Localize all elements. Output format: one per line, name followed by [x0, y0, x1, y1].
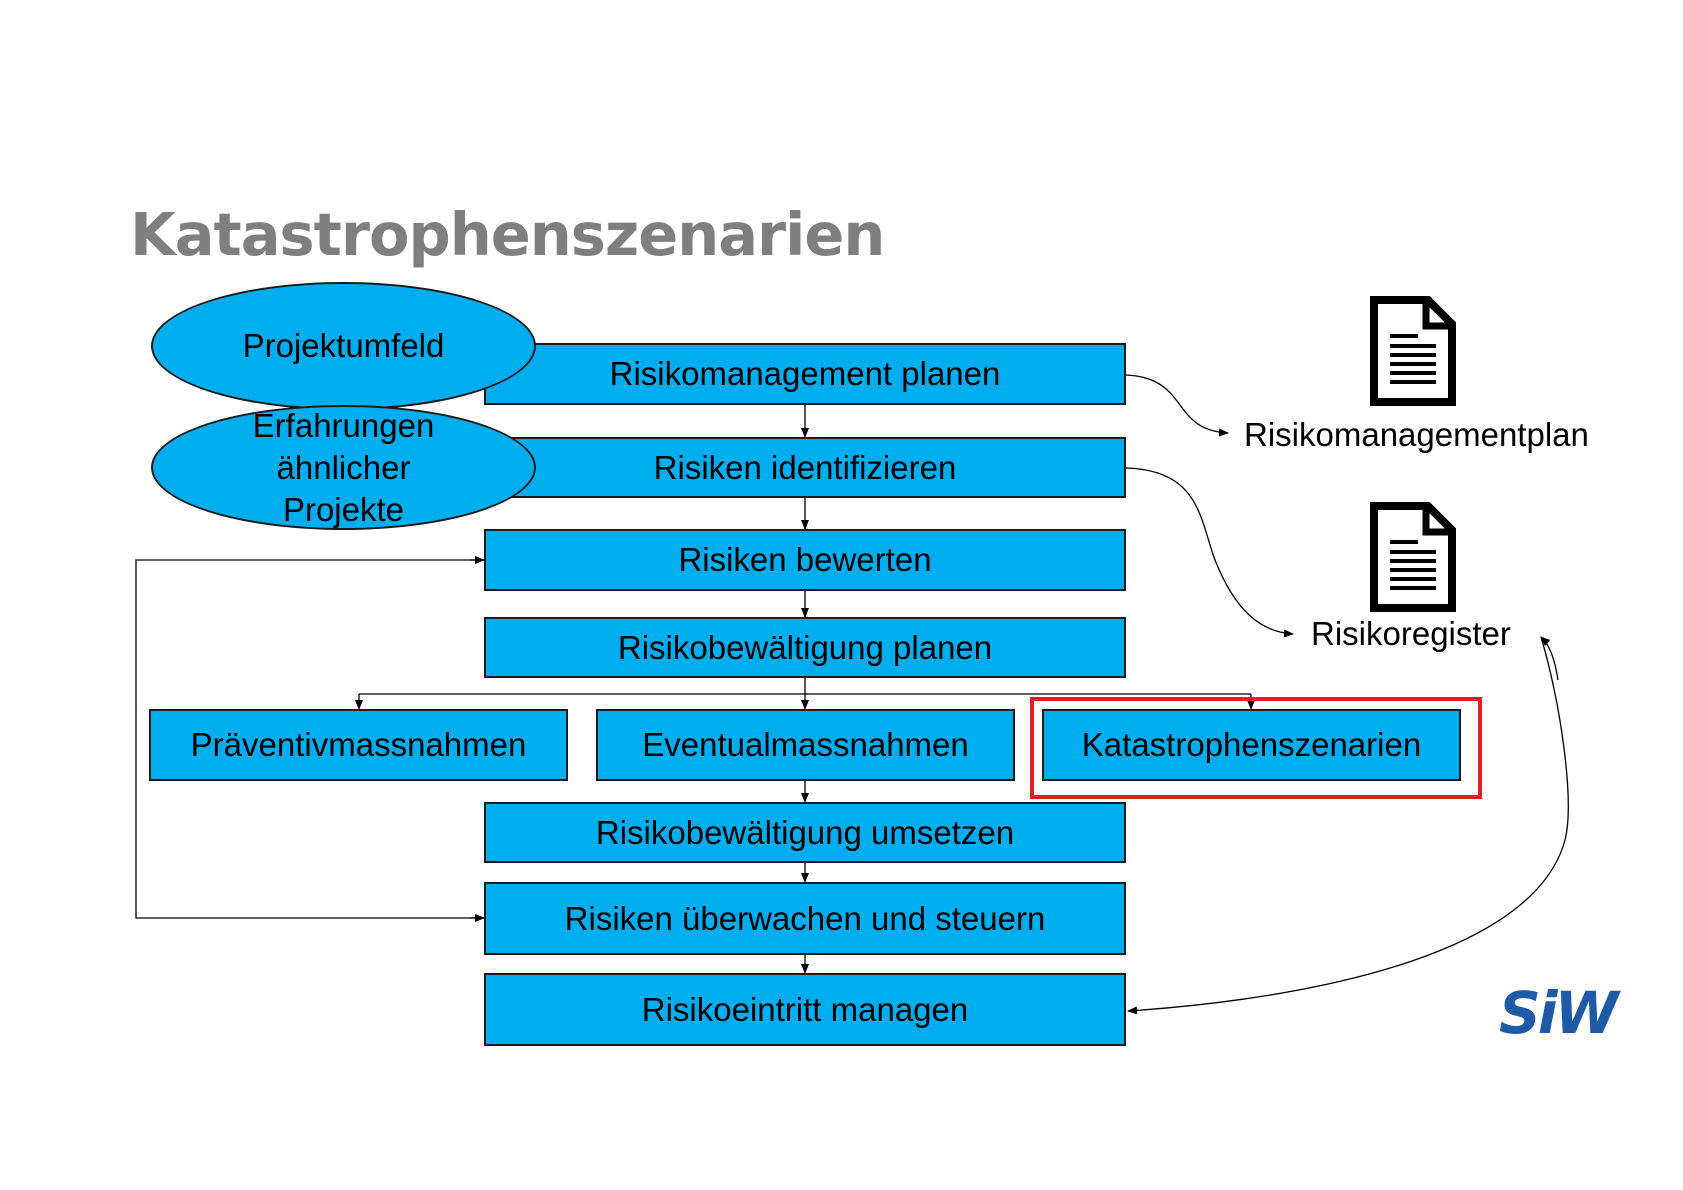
step-katastrophenszenarien[interactable]: Katastrophenszenarien — [1042, 709, 1461, 781]
step-label: Risiken identifizieren — [653, 448, 957, 486]
step-risiken-ueberwachen[interactable]: Risiken überwachen und steuern — [484, 882, 1126, 955]
document-icon — [1370, 502, 1456, 612]
step-label: Präventivmassnahmen — [190, 726, 527, 763]
step-label: Risikoeintritt managen — [641, 990, 969, 1028]
document-icon — [1370, 296, 1456, 406]
step-label: Risikomanagement planen — [609, 355, 1001, 392]
output-risikomanagementplan: Risikomanagementplan — [1244, 416, 1589, 453]
ellipse-label: Projektumfeld — [242, 327, 445, 364]
highlight-frame — [1030, 697, 1482, 799]
step-label: Katastrophenszenarien — [1081, 726, 1422, 763]
arrow-register-up — [1540, 636, 1559, 681]
step-risikoeintritt-managen[interactable]: Risikoeintritt managen — [484, 973, 1126, 1046]
input-projektumfeld[interactable]: Projektumfeld — [151, 282, 536, 410]
arrow-to-risikoregister — [1125, 467, 1294, 638]
step-label: Risiken bewerten — [678, 541, 932, 578]
step-label: Risiken überwachen und steuern — [564, 899, 1046, 937]
arrow-register-incident — [1127, 636, 1569, 1015]
ellipse-label-line: Erfahrungen — [252, 406, 435, 444]
siw-logo: SiW — [1499, 985, 1625, 1041]
ellipse-label-line: Projekte — [282, 490, 405, 528]
step-risiken-bewerten[interactable]: Risiken bewerten — [484, 529, 1126, 591]
svg-text:SiW: SiW — [1499, 985, 1622, 1041]
step-eventualmassnahmen[interactable]: Eventualmassnahmen — [596, 709, 1015, 781]
step-praeventivmassnahmen[interactable]: Präventivmassnahmen — [149, 709, 568, 781]
step-label: Risikobewältigung planen — [617, 628, 993, 666]
step-risiken-identifizieren[interactable]: Risiken identifizieren — [484, 437, 1126, 498]
ellipse-label-line: ähnlicher — [276, 448, 411, 486]
feedback-loop — [135, 559, 484, 919]
output-risikoregister: Risikoregister — [1311, 615, 1511, 652]
step-label: Risikobewältigung umsetzen — [595, 813, 1015, 851]
step-risikobewaeltigung-planen[interactable]: Risikobewältigung planen — [484, 617, 1126, 678]
step-risikomanagement-planen[interactable]: Risikomanagement planen — [484, 343, 1126, 405]
input-erfahrungen[interactable]: Erfahrungen ähnlicher Projekte — [151, 405, 536, 530]
arrow-to-risikomanagementplan — [1125, 374, 1229, 437]
step-risikobewaeltigung-umsetzen[interactable]: Risikobewältigung umsetzen — [484, 802, 1126, 863]
page-title: Katastrophenszenarien — [130, 200, 885, 269]
step-label: Eventualmassnahmen — [642, 726, 969, 763]
